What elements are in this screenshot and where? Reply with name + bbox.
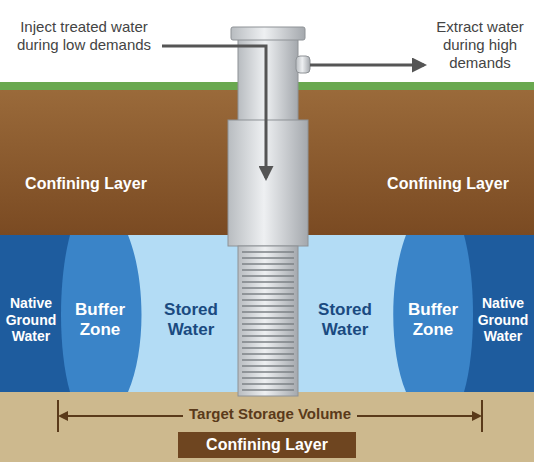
buffer-zone: Buffer Zone	[396, 280, 470, 360]
extract-arrow	[310, 64, 424, 67]
well-pipe	[238, 38, 298, 123]
zone-label: Stored Water	[148, 300, 234, 341]
extract-note: Extract water during high demands	[428, 18, 532, 72]
zone-label: Buffer Zone	[66, 300, 134, 341]
slot	[242, 269, 294, 271]
zone-label: Confining Layer	[180, 435, 354, 454]
slot	[242, 377, 294, 379]
slot	[242, 257, 294, 259]
slot	[242, 329, 294, 331]
slot	[242, 293, 294, 295]
well-screen	[238, 246, 298, 396]
slot	[242, 347, 294, 349]
zone-label: Native Ground Water	[4, 295, 58, 345]
slot	[242, 251, 294, 253]
confining-layer: Confining Layer Confining Layer	[0, 90, 534, 236]
outlet	[296, 56, 310, 73]
inject-note: Inject treated water during low demands	[8, 18, 160, 54]
zone-label: Buffer Zone	[398, 300, 468, 341]
bottom-confining-band	[0, 392, 534, 462]
slot	[242, 263, 294, 265]
slot	[242, 317, 294, 319]
dimension-label: Target Storage Volume	[183, 405, 357, 423]
slot	[242, 299, 294, 301]
slot	[242, 371, 294, 373]
slot	[242, 341, 294, 343]
well-casing	[228, 120, 308, 246]
dimension-tick	[481, 400, 483, 432]
slot	[242, 389, 294, 391]
screen-slots	[242, 252, 294, 390]
slot	[242, 323, 294, 325]
slot	[242, 275, 294, 277]
slot	[242, 311, 294, 313]
slot	[242, 353, 294, 355]
stored-water-zone: Stored Water	[300, 280, 390, 360]
zone-label: Confining Layer	[6, 174, 166, 193]
zone-label: Stored Water	[302, 300, 388, 341]
buffer-zone: Buffer Zone	[64, 280, 136, 360]
slot	[242, 305, 294, 307]
slot	[242, 365, 294, 367]
stored-water-zone: Stored Water	[146, 280, 236, 360]
slot	[242, 287, 294, 289]
slot	[242, 335, 294, 337]
zone-label: Native Ground Water	[476, 295, 530, 345]
inject-arrow	[162, 46, 266, 178]
slot	[242, 281, 294, 283]
slot	[242, 383, 294, 385]
dimension-tick	[57, 400, 59, 432]
zone-label: Confining Layer	[368, 174, 528, 193]
native-groundwater-zone: Native Ground Water	[2, 280, 60, 360]
well-cap	[231, 27, 305, 40]
native-groundwater-zone: Native Ground Water	[474, 280, 532, 360]
confining-layer-box: Confining Layer	[178, 432, 356, 458]
slot	[242, 359, 294, 361]
